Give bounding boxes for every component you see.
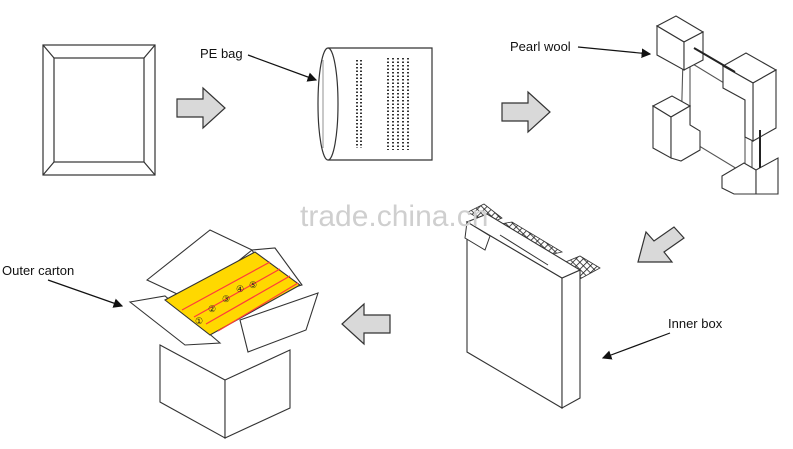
arrow-left-icon <box>341 302 391 346</box>
carton-slot-number: ④ <box>236 284 244 294</box>
carton-slot-number: ② <box>208 304 216 314</box>
pe-bag-label: PE bag <box>200 46 243 61</box>
picture-frame <box>42 44 156 176</box>
arrow-right-icon <box>176 86 226 130</box>
pearl-wool-frame <box>651 15 779 195</box>
carton-slot-number: ① <box>195 316 203 326</box>
arrow-right-icon <box>501 90 551 134</box>
outer-carton <box>128 229 319 439</box>
pearl-wool-pointer <box>577 46 652 58</box>
pe-bag <box>317 47 433 161</box>
inner-box <box>464 203 601 409</box>
carton-slot-number: ③ <box>222 294 230 304</box>
watermark-text: trade.china.cn <box>300 200 488 233</box>
arrow-down-left-icon <box>637 226 685 263</box>
outer-carton-pointer <box>47 279 124 308</box>
inner-box-pointer <box>601 332 671 360</box>
pe-bag-pointer <box>247 54 318 82</box>
outer-carton-label: Outer carton <box>2 263 74 278</box>
carton-slot-number: ⑤ <box>249 280 257 290</box>
pearl-wool-label: Pearl wool <box>510 39 571 54</box>
carton-slot-stripes <box>181 261 299 332</box>
inner-box-label: Inner box <box>668 316 723 331</box>
